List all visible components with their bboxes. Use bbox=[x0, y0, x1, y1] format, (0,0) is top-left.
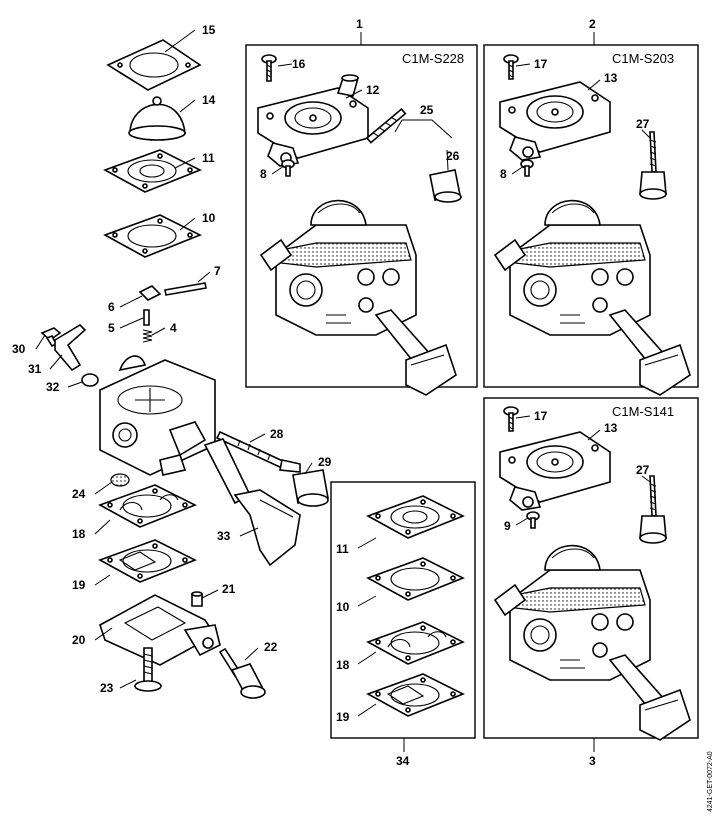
b1-part-12-pump-cover bbox=[257, 74, 369, 167]
part-29-cap bbox=[292, 469, 329, 507]
b1-part-8-screw bbox=[281, 159, 295, 177]
b34-part-18-diaphragm bbox=[367, 621, 464, 665]
left-callouts: 15 14 11 10 7 6 5 4 30 31 32 28 29 24 18… bbox=[12, 23, 332, 695]
b3-callout-9: 9 bbox=[504, 519, 511, 533]
part-20-metering-cover bbox=[99, 594, 221, 666]
b2-callout-8: 8 bbox=[500, 167, 507, 181]
kit-box-1: 1 C1M-S228 bbox=[245, 17, 478, 396]
b3-part-13-pump-cover bbox=[499, 431, 611, 511]
callout-28: 28 bbox=[270, 427, 284, 441]
part-15-gasket bbox=[106, 39, 202, 91]
exploded-carburetor-assembly bbox=[40, 39, 329, 699]
callout-32: 32 bbox=[46, 380, 60, 394]
b34-callout-11: 11 bbox=[336, 542, 349, 556]
box-1-model: C1M-S228 bbox=[402, 51, 464, 66]
callout-31: 31 bbox=[28, 362, 42, 376]
part-11-diaphragm bbox=[104, 149, 201, 193]
b1-callout-16: 16 bbox=[292, 57, 306, 71]
part-14-primer-bulb bbox=[128, 96, 186, 141]
b34-part-11-diaphragm bbox=[367, 495, 464, 539]
callout-18: 18 bbox=[72, 527, 86, 541]
b2-callout-17: 17 bbox=[534, 57, 548, 71]
b1-callout-12: 12 bbox=[366, 83, 380, 97]
b34-callout-19: 19 bbox=[336, 710, 350, 724]
callout-6: 6 bbox=[108, 300, 115, 314]
b2-callout-27: 27 bbox=[636, 117, 650, 131]
callout-22: 22 bbox=[264, 640, 278, 654]
b1-callout-26: 26 bbox=[446, 149, 460, 163]
b34-callout-10: 10 bbox=[336, 600, 350, 614]
main-carburetor-body bbox=[99, 355, 216, 476]
b2-part-8-screw bbox=[520, 159, 534, 177]
part-31-throttle-lever bbox=[54, 323, 87, 372]
kit-box-3: 3 C1M-S141 17 13 27 9 bbox=[483, 397, 699, 768]
box-1-number: 1 bbox=[356, 17, 363, 31]
callout-15: 15 bbox=[202, 23, 216, 37]
b3-callout-27: 27 bbox=[636, 463, 650, 477]
callout-23: 23 bbox=[100, 681, 114, 695]
callout-20: 20 bbox=[72, 633, 86, 647]
part-33-elbow bbox=[203, 438, 301, 567]
document-reference: 4241-GET-0072-A0 bbox=[707, 751, 714, 812]
part-5-needle bbox=[143, 309, 150, 326]
part-24-filter bbox=[110, 473, 130, 487]
b3-callout-17: 17 bbox=[534, 409, 548, 423]
b34-part-19-gasket bbox=[367, 673, 464, 717]
callout-5: 5 bbox=[108, 321, 115, 335]
callout-19: 19 bbox=[72, 578, 86, 592]
b34-callout-18: 18 bbox=[336, 658, 350, 672]
callout-4: 4 bbox=[170, 321, 177, 335]
callout-29: 29 bbox=[318, 455, 332, 469]
kit-box-2: 2 C1M-S203 17 13 27 8 bbox=[483, 17, 699, 396]
part-23-screw bbox=[134, 647, 162, 692]
callout-33: 33 bbox=[217, 529, 231, 543]
b2-part-17-screw bbox=[503, 54, 519, 80]
callout-7: 7 bbox=[214, 264, 221, 278]
b2-callout-13: 13 bbox=[604, 71, 618, 85]
b3-part-17-screw bbox=[503, 406, 519, 432]
callout-24: 24 bbox=[72, 487, 86, 501]
box-34-number: 34 bbox=[396, 754, 410, 768]
part-4-spring bbox=[142, 329, 153, 343]
callout-14: 14 bbox=[202, 93, 216, 107]
part-18-metering-diaphragm bbox=[99, 484, 196, 528]
part-6-lever bbox=[138, 285, 162, 301]
box-3-model: C1M-S141 bbox=[612, 404, 674, 419]
b3-carburetor-illustration bbox=[494, 544, 691, 741]
left-leader-lines bbox=[35, 29, 313, 689]
box-2-model: C1M-S203 bbox=[612, 51, 674, 66]
box-2-number: 2 bbox=[589, 17, 596, 31]
b1-part-16-screw bbox=[261, 54, 277, 82]
b1-callout-25: 25 bbox=[420, 103, 434, 117]
b2-carburetor-illustration bbox=[494, 199, 691, 396]
kit-box-34: 34 11 10 18 19 bbox=[330, 481, 476, 768]
callout-10: 10 bbox=[202, 211, 216, 225]
b34-part-10-gasket bbox=[367, 557, 464, 601]
callout-21: 21 bbox=[222, 582, 236, 596]
b1-part-26-cap bbox=[429, 169, 462, 203]
b1-carburetor-illustration bbox=[260, 199, 457, 396]
part-7-pin bbox=[164, 282, 207, 296]
part-28-adjusting-screw bbox=[215, 430, 301, 473]
b1-part-25-adjusting-screw bbox=[365, 107, 407, 144]
part-32-bushing bbox=[81, 373, 99, 387]
part-10-gasket bbox=[104, 214, 201, 258]
b3-part-27-adjusting-screw bbox=[639, 475, 667, 544]
b1-callout-8: 8 bbox=[260, 167, 267, 181]
callout-11: 11 bbox=[202, 151, 215, 165]
part-22-adjusting-screw bbox=[218, 647, 266, 699]
b3-callout-13: 13 bbox=[604, 421, 618, 435]
part-21-plug bbox=[191, 591, 203, 607]
box-3-number: 3 bbox=[589, 754, 596, 768]
b3-part-9-screw bbox=[526, 511, 540, 529]
b2-part-13-pump-cover bbox=[499, 81, 611, 161]
part-19-gasket bbox=[99, 539, 196, 583]
b2-part-27-adjusting-screw bbox=[639, 131, 667, 200]
callout-30: 30 bbox=[12, 342, 26, 356]
